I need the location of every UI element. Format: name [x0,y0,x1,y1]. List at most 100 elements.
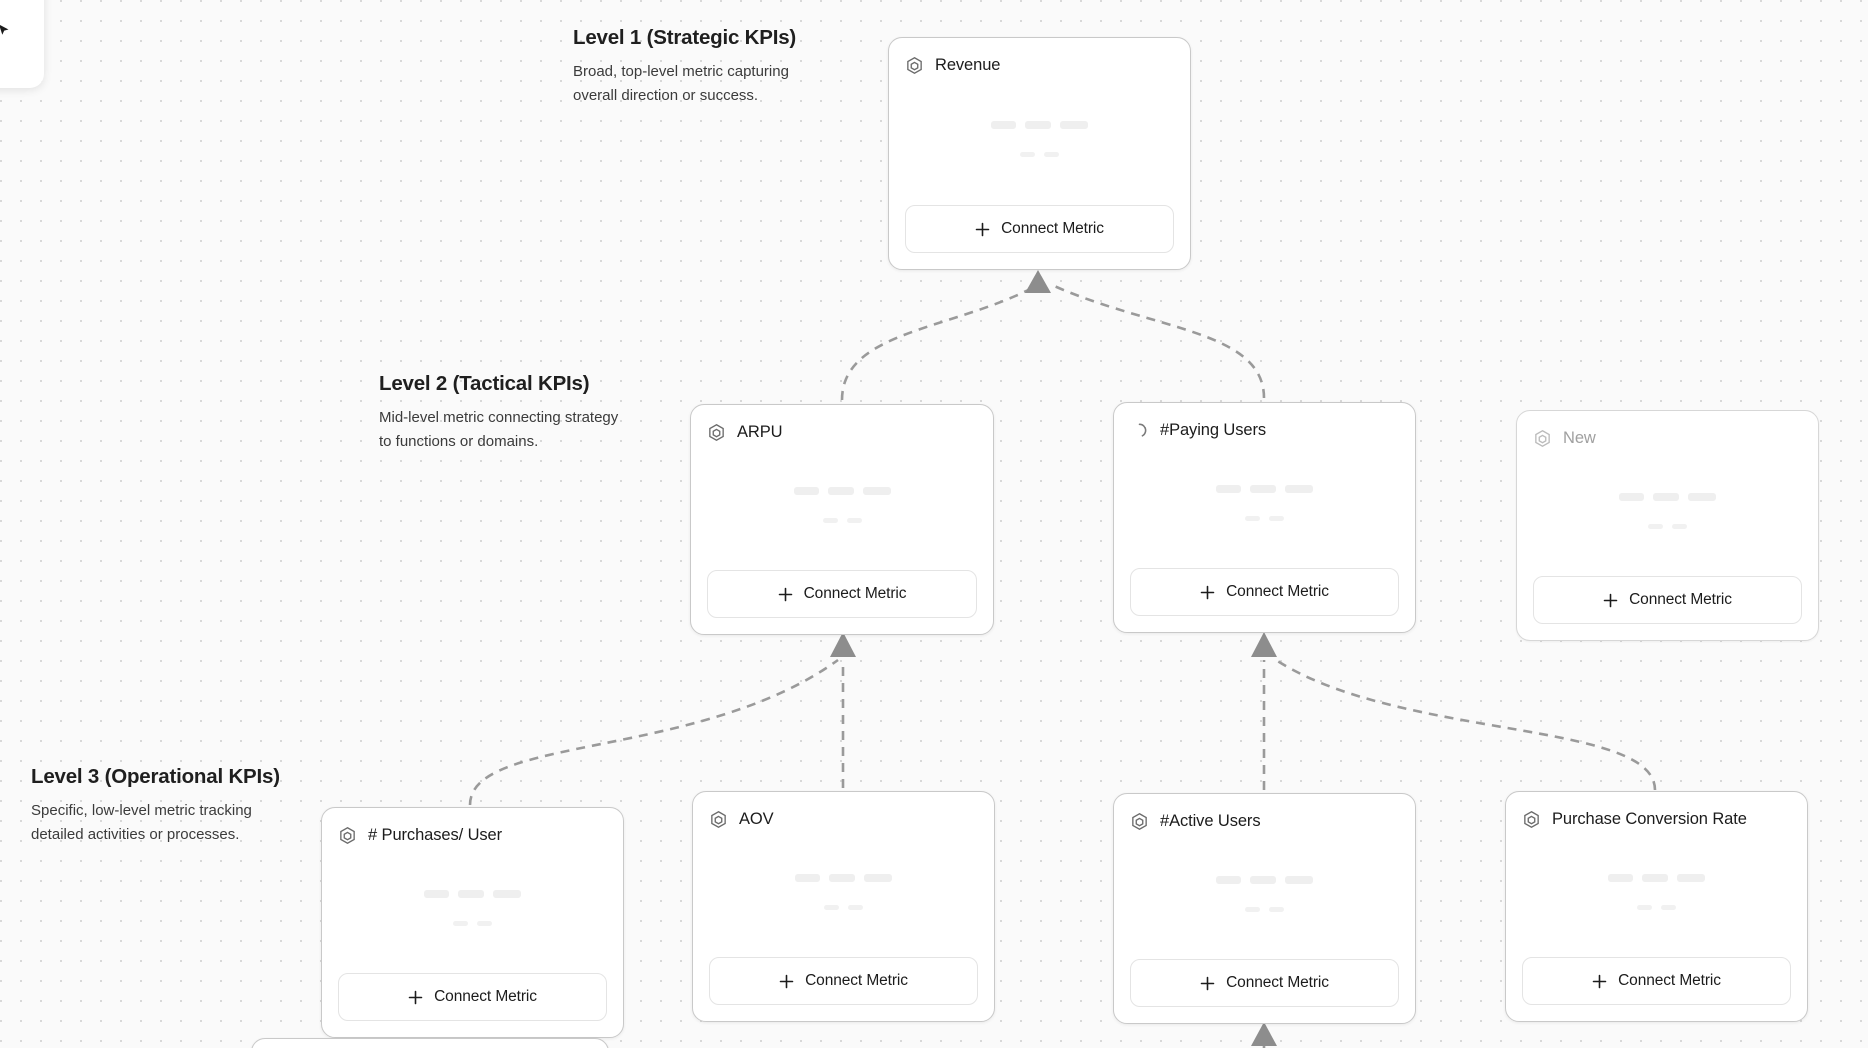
metric-card-arpu[interactable]: ARPU Connect Metric [690,404,994,635]
skeleton-bar [1285,875,1313,884]
plus-icon [1200,585,1215,599]
skeleton-bar [864,873,892,882]
skeleton-row-secondary [1648,523,1687,529]
plus-icon [1592,974,1607,988]
connect-metric-button[interactable]: Connect Metric [338,973,607,1021]
skeleton-bar [1619,492,1644,501]
metric-card-active-users[interactable]: #Active Users Connect Metric [1113,793,1416,1024]
skeleton-bar [991,120,1016,129]
card-header: New [1533,425,1802,451]
skeleton-row-primary [424,889,521,898]
connect-metric-button[interactable]: Connect Metric [709,957,978,1005]
card-placeholder-body [707,445,977,570]
hexagon-metric-icon [1524,810,1539,828]
card-header: #Paying Users [1130,417,1399,443]
skeleton-row-primary [991,120,1088,129]
plus-icon [779,974,794,988]
skeleton-bar [424,889,449,898]
card-header: Purchase Conversion Rate [1522,806,1791,832]
loading-spinner-icon [1138,423,1147,437]
hexagon-metric-icon [340,826,355,844]
connect-metric-button[interactable]: Connect Metric [1130,568,1399,616]
connect-metric-label: Connect Metric [1618,972,1721,989]
skeleton-bar-small [824,904,839,910]
skeleton-bar [1025,120,1051,129]
skeleton-row-secondary [1245,515,1284,521]
card-header: ARPU [707,419,977,445]
skeleton-bar [827,486,854,495]
metric-card-revenue[interactable]: Revenue Connect Metric [888,37,1191,270]
connect-metric-button[interactable]: Connect Metric [1533,576,1802,624]
arrowhead-paying-users [1251,632,1277,657]
skeleton-bar [1216,875,1241,884]
skeleton-bar-small [1269,906,1284,912]
connect-metric-button[interactable]: Connect Metric [905,205,1174,253]
connect-metric-button[interactable]: Connect Metric [1130,959,1399,1007]
level-2-label-group: Level 2 (Tactical KPIs) Mid-level metric… [379,372,629,454]
card-header: # Purchases/ User [338,822,607,848]
skeleton-bar-small [1245,906,1260,912]
skeleton-bar-small [1637,904,1652,910]
metric-card-aov[interactable]: AOV Connect Metric [692,791,995,1022]
level-1-title: Level 1 (Strategic KPIs) [573,26,797,49]
skeleton-bar [1250,484,1276,493]
skeleton-bar [1060,120,1088,129]
skeleton-bar-small [1020,151,1035,157]
card-placeholder-body [905,78,1174,205]
skeleton-row-primary [1608,873,1705,882]
card-title: ARPU [737,422,783,441]
skeleton-bar-small [477,920,492,926]
skeleton-bar-small [822,517,838,523]
skeleton-row-primary [1216,484,1313,493]
connect-metric-label: Connect Metric [1226,974,1329,991]
hexagon-metric-icon [709,423,724,441]
metric-card-paying-users[interactable]: #Paying Users Connect Metric [1113,402,1416,633]
skeleton-row-secondary [824,904,863,910]
edge-conversion-to-paying-users [1275,658,1657,791]
connect-metric-button[interactable]: Connect Metric [1522,957,1791,1005]
hexagon-metric-icon [1535,429,1550,447]
level-3-title: Level 3 (Operational KPIs) [31,765,280,788]
skeleton-bar [1642,873,1668,882]
card-placeholder-body [1522,832,1791,957]
connect-metric-label: Connect Metric [1629,591,1732,608]
skeleton-row-secondary [1020,151,1059,157]
skeleton-bar [1250,875,1276,884]
metric-card-purchase-conversion-rate[interactable]: Purchase Conversion Rate Connect Metric [1505,791,1808,1022]
skeleton-bar [795,873,820,882]
edge-arpu-to-revenue [840,283,1039,401]
hexagon-metric-icon [907,56,922,74]
skeleton-row-secondary [453,920,492,926]
skeleton-bar-small [1044,151,1059,157]
connect-metric-label: Connect Metric [1001,220,1104,237]
metric-card-purchases-per-user[interactable]: # Purchases/ User Connect Metric [321,807,624,1038]
skeleton-bar [493,889,521,898]
metric-card-partial-bottom[interactable] [251,1038,609,1048]
plus-icon [408,990,423,1004]
card-placeholder-body [338,848,607,973]
skeleton-bar [1216,484,1241,493]
connect-metric-button[interactable]: Connect Metric [707,570,977,618]
skeleton-bar [1677,873,1705,882]
card-title: #Paying Users [1160,420,1266,439]
floating-toolbar-panel[interactable] [0,0,44,88]
skeleton-row-primary [1216,875,1313,884]
metric-card-new[interactable]: New Connect Metric [1516,410,1819,641]
skeleton-bar-small [1672,523,1687,529]
card-title: Revenue [935,55,1001,74]
card-placeholder-body [1533,451,1802,576]
plus-icon [1603,593,1618,607]
level-2-description: Mid-level metric connecting strategy to … [379,409,619,450]
connect-metric-label: Connect Metric [434,988,537,1005]
skeleton-bar [829,873,855,882]
skeleton-bar-small [1648,523,1663,529]
skeleton-bar-small [1245,515,1260,521]
level-1-description: Broad, top-level metric capturing overal… [573,63,789,104]
arrowhead-bottom-partial [1251,1022,1277,1046]
skeleton-row-secondary [1637,904,1676,910]
level-2-title: Level 2 (Tactical KPIs) [379,372,590,395]
skeleton-row-secondary [822,517,862,523]
card-title: #Active Users [1160,811,1261,830]
connect-metric-label: Connect Metric [1226,583,1329,600]
